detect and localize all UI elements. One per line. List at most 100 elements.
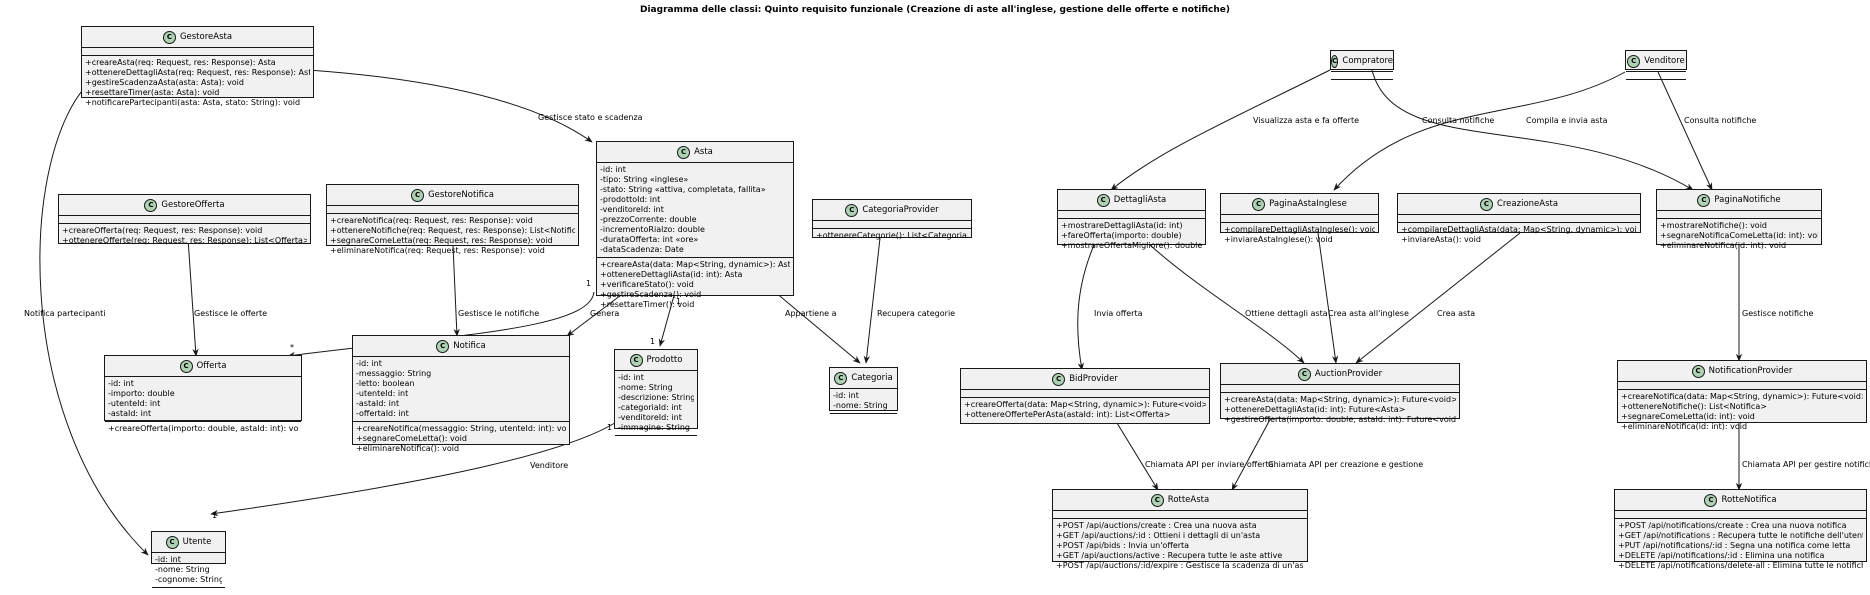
relations-layer: Gestisce stato e scadenza Notifica parte… [24, 69, 1870, 556]
class-attributes-section: -id: int-tipo: String «inglese»-stato: S… [597, 163, 793, 258]
class-method: +eliminareNotifica(req: Request, res: Re… [330, 246, 545, 255]
class-attributes-section [1657, 211, 1821, 219]
mult-prodotto-utente-src: 1 [607, 423, 612, 432]
class-name: RotteNotifica [1721, 495, 1777, 505]
class-method: +creareAsta(data: Map<String, dynamic>):… [600, 260, 790, 269]
class-name: PaginaAstaInglese [1269, 199, 1347, 209]
class-methods-section: +creareAsta(data: Map<String, dynamic>):… [597, 258, 793, 312]
class-methods-section [1331, 80, 1393, 87]
class-attribute: -prodottoId: int [600, 195, 661, 204]
class-method: +ottenereOfferte(req: Request, res: Resp… [62, 236, 307, 245]
label-venditore-paginanotifiche: Consulta notifiche [1684, 116, 1756, 125]
class-name: DettagliAsta [1113, 195, 1167, 205]
class-name: Compratore [1342, 56, 1393, 66]
class-method: +segnareNotificaComeLetta(id: int): void [1660, 231, 1818, 240]
class-attributes-section [1053, 511, 1307, 519]
class-method: +eliminareNotifica(id: int): void [1660, 241, 1787, 250]
class-name: CreazioneAsta [1496, 199, 1559, 209]
class-method: +inviareAstaInglese(): void [1224, 235, 1333, 244]
class-attribute: -venditoreId: int [618, 413, 682, 422]
edge-venditore-paginanotifiche [1657, 71, 1713, 191]
class-methods-section: +creareOfferta(data: Map<String, dynamic… [961, 398, 1209, 422]
class-attributes-section: -id: int-nome: String-descrizione: Strin… [615, 371, 697, 436]
class-method: +DELETE /api/notifications/:id : Elimina… [1618, 551, 1825, 560]
class-method: +mostrareOffertaMigliore(): double [1061, 241, 1202, 250]
class-attribute: -tipo: String «inglese» [600, 175, 689, 184]
class-stereotype-icon: C [411, 188, 425, 202]
class-name: GestoreOfferta [161, 200, 225, 210]
class-attributes-section [327, 206, 578, 214]
class-attribute: -messaggio: String [356, 369, 432, 378]
class-stereotype-icon: C [845, 203, 859, 217]
class-method: +creareAsta(req: Request, res: Response)… [85, 58, 276, 67]
class-name: Venditore [1644, 56, 1685, 66]
edge-dettagliasta-auctionprovider [1149, 244, 1305, 364]
class-name: Prodotto [646, 355, 683, 365]
class-attribute: -letto: boolean [356, 379, 415, 388]
edge-gestoreasta-asta [307, 69, 593, 143]
class-name: BidProvider [1069, 374, 1118, 384]
class-stereotype-icon: C [629, 353, 643, 367]
label-dettagliasta-bidprovider: Invia offerta [1094, 309, 1143, 318]
class-name: AuctionProvider [1314, 369, 1383, 379]
class-methods-section [615, 436, 697, 443]
class-attribute: -dataScadenza: Date [600, 245, 684, 254]
class-stereotype-icon: C [1691, 364, 1705, 378]
class-attributes-section [82, 48, 313, 56]
label-dettagliasta-auctionprovider: Ottiene dettagli asta [1245, 309, 1328, 318]
label-venditore-paginaastainglese: Compila e invia asta [1526, 116, 1608, 125]
label-prodotto-utente: Venditore [530, 461, 568, 470]
class-method: +verificareStato(): void [600, 280, 694, 289]
class-attribute: -astaId: int [356, 399, 400, 408]
label-gestoreofferta-offerta: Gestisce le offerte [194, 309, 267, 318]
class-methods-section: +mostrareNotifiche(): void+segnareNotifi… [1657, 219, 1821, 253]
class-attributes-section [1626, 72, 1686, 80]
class-methods-section: +creareAsta(req: Request, res: Response)… [82, 56, 313, 110]
class-method: +gestireScadenzaAsta(asta: Asta): void [85, 78, 244, 87]
class-attribute: -id: int [108, 379, 134, 388]
label-auctionprovider-rotteasta: Chiamata API per creazione e gestione [1268, 460, 1423, 469]
edge-bidprovider-rotteasta [1116, 422, 1159, 491]
class-method: +creareOfferta(importo: double, astaId: … [108, 424, 298, 433]
class-attributes-section [1221, 215, 1378, 223]
class-methods-section: +creareNotifica(messaggio: String, utent… [353, 422, 569, 456]
class-methods-section: +creareOfferta(req: Request, res: Respon… [59, 224, 310, 248]
class-attribute: -utenteId: int [108, 399, 161, 408]
class-attributes-section [59, 216, 310, 224]
class-methods-section: +creareAsta(data: Map<String, dynamic>):… [1221, 393, 1459, 427]
class-methods-section: +compilareDettagliAstaInglese(): void+in… [1221, 223, 1378, 247]
class-methods-section [152, 588, 225, 595]
label-compratore-paginanotifiche: Consulta notifiche [1422, 116, 1494, 125]
